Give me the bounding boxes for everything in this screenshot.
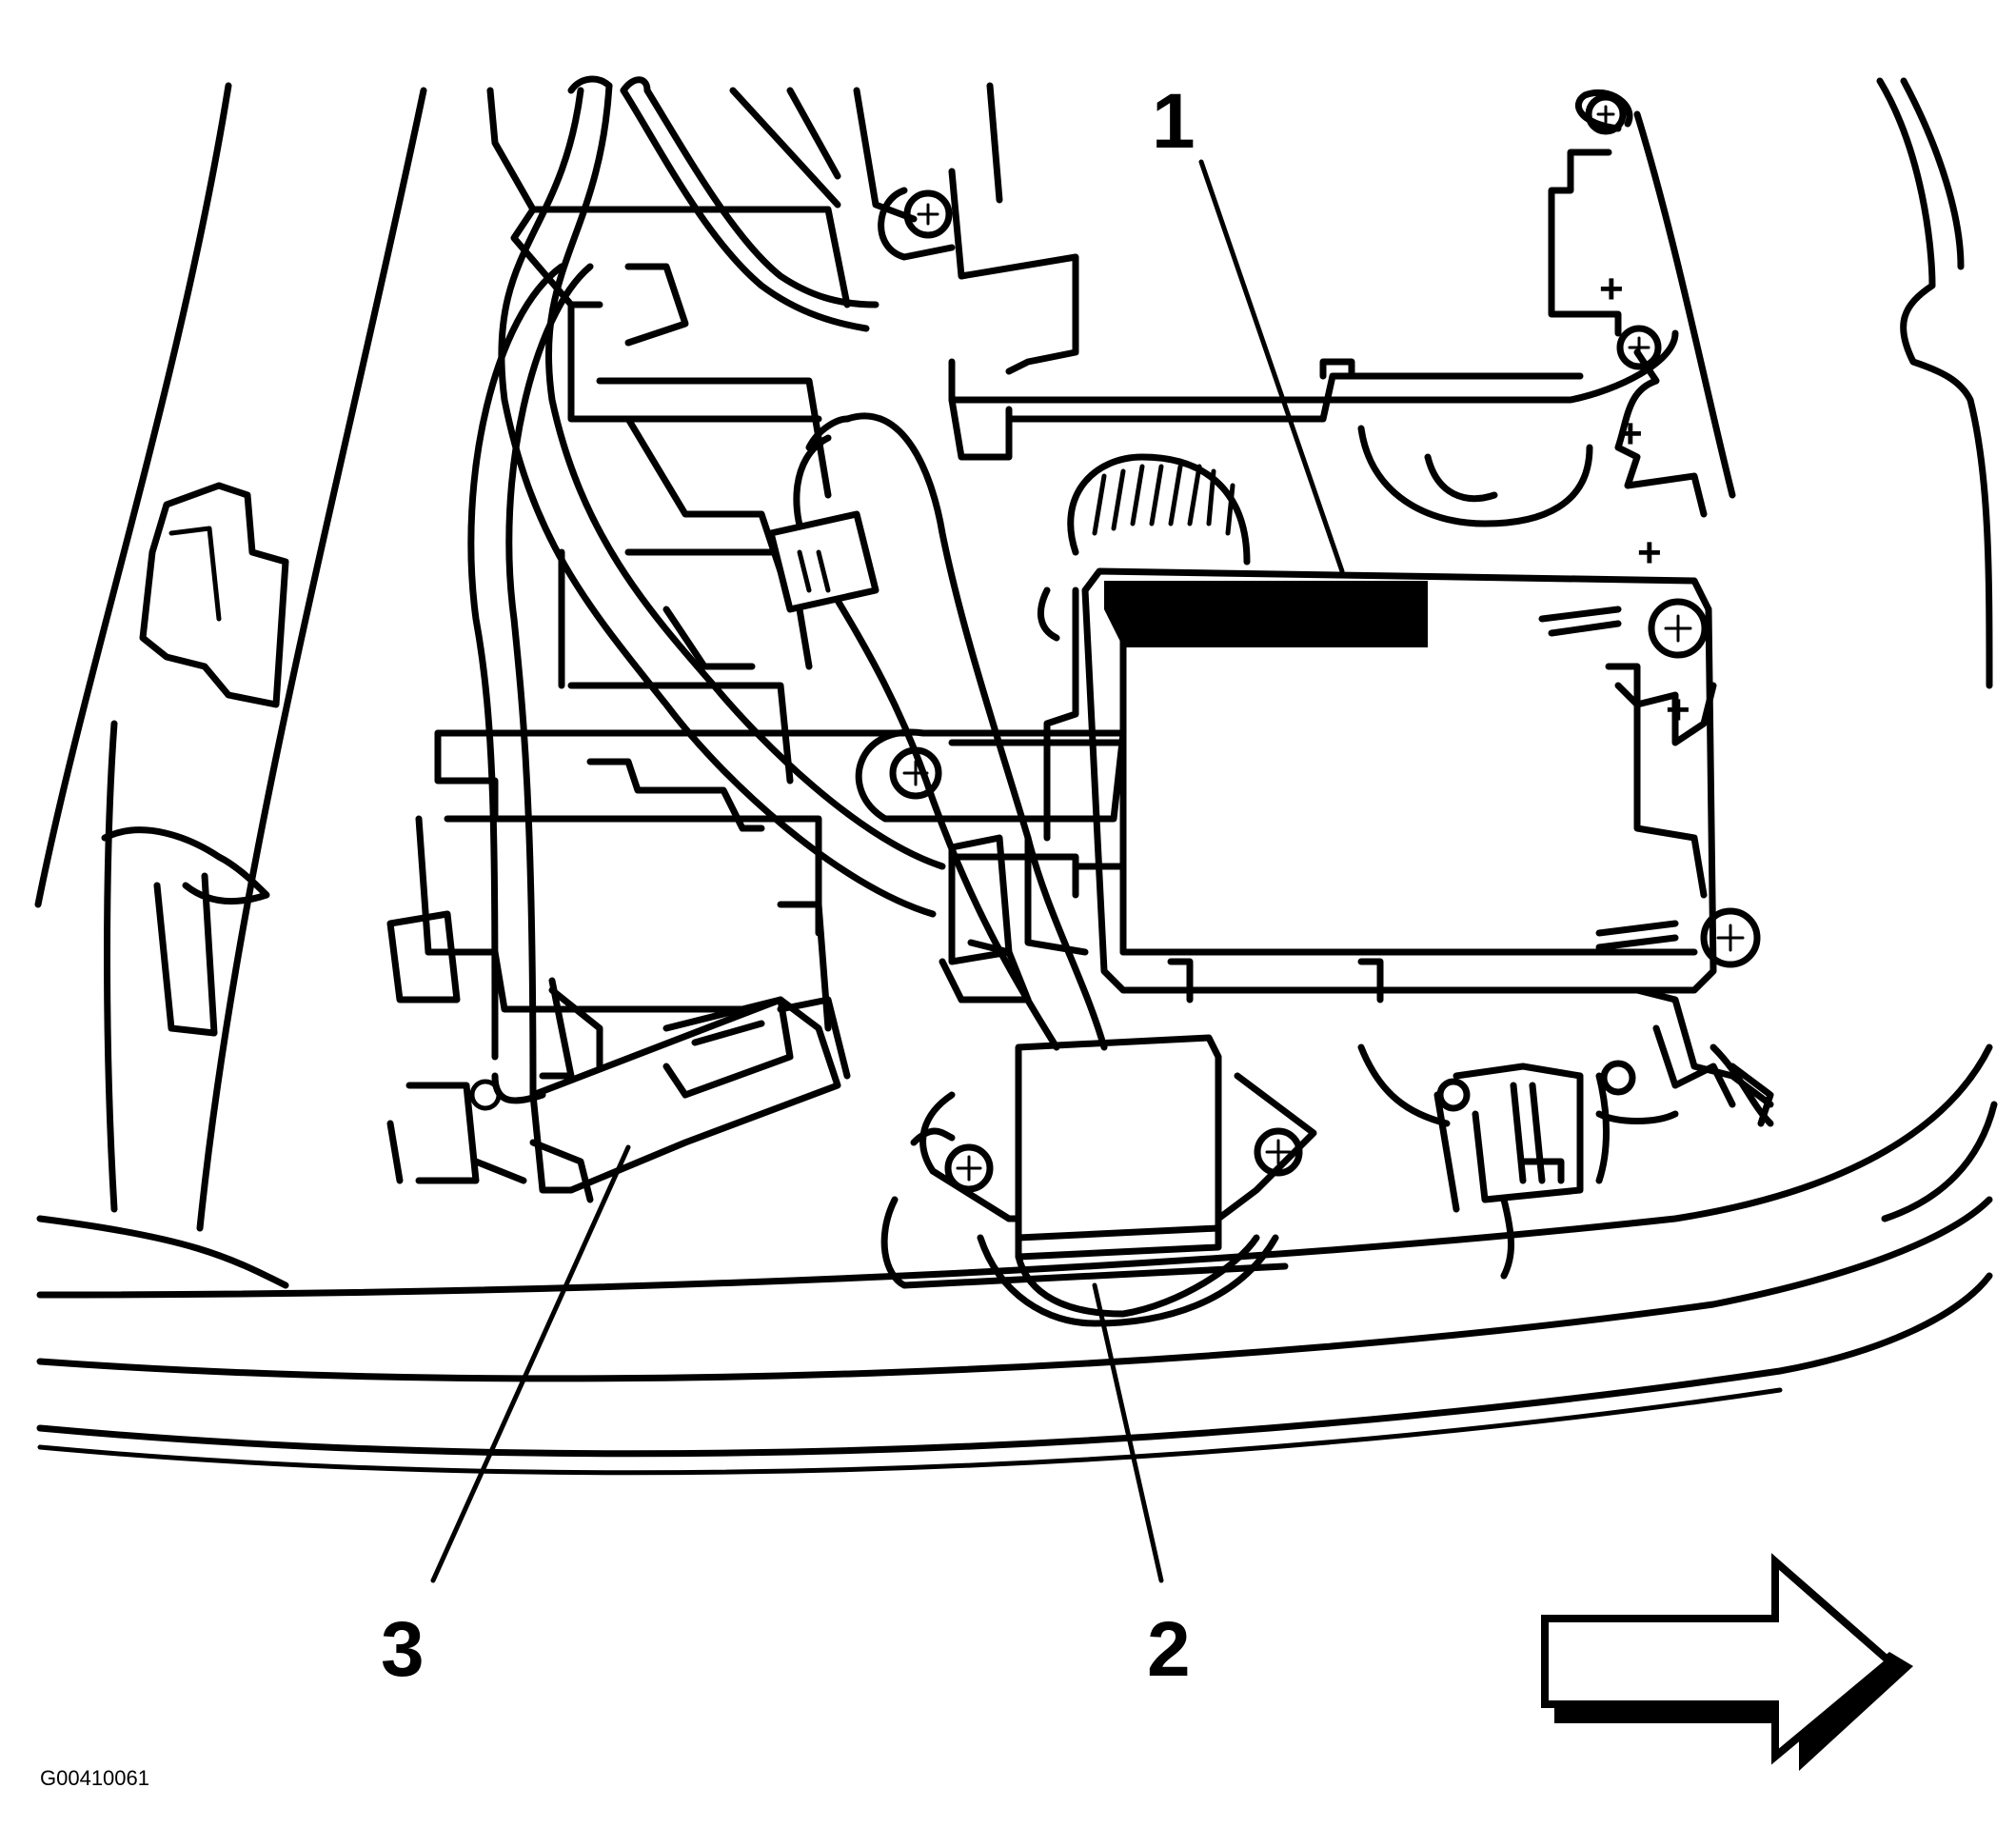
bolt-icon	[1700, 907, 1761, 968]
callout-2: 2	[1147, 1606, 1191, 1693]
callout-3: 3	[381, 1606, 425, 1693]
plus-mark: +	[1666, 686, 1690, 733]
bolt-icon	[1600, 1060, 1636, 1096]
polarity-marks: + + + +	[1599, 266, 1690, 733]
mounting-bracket	[386, 82, 1003, 1184]
panel-clips	[101, 482, 289, 1037]
plus-mark: +	[1618, 410, 1643, 457]
plus-mark: +	[1637, 529, 1662, 576]
upper-bracket	[878, 89, 1736, 527]
bolts	[889, 93, 1761, 1193]
bolt-icon	[1436, 1078, 1471, 1112]
plus-mark: +	[1599, 266, 1624, 312]
bolt-icon	[1585, 93, 1627, 135]
control-module	[948, 453, 1774, 1127]
vehicle-panel	[34, 77, 1998, 1476]
wiring-harness	[467, 75, 1108, 1104]
figure-id: G00410061	[40, 1766, 149, 1790]
hold-down-strap	[855, 728, 1127, 823]
bolt-icon	[889, 746, 942, 800]
direction-arrow-icon	[1541, 1553, 1913, 1771]
sensor-unit	[880, 1034, 1317, 1327]
bolt-icon	[1616, 325, 1662, 370]
leader-lines	[430, 159, 1345, 1583]
bolt-icon	[1648, 598, 1709, 659]
bolt-icon	[1254, 1127, 1303, 1177]
callout-1: 1	[1152, 78, 1196, 165]
module-connector	[939, 834, 1032, 1003]
side-connector	[1433, 1063, 1610, 1280]
electrical-connector	[529, 996, 851, 1203]
bolt-icon	[944, 1143, 994, 1193]
bolt-icon	[903, 189, 953, 239]
